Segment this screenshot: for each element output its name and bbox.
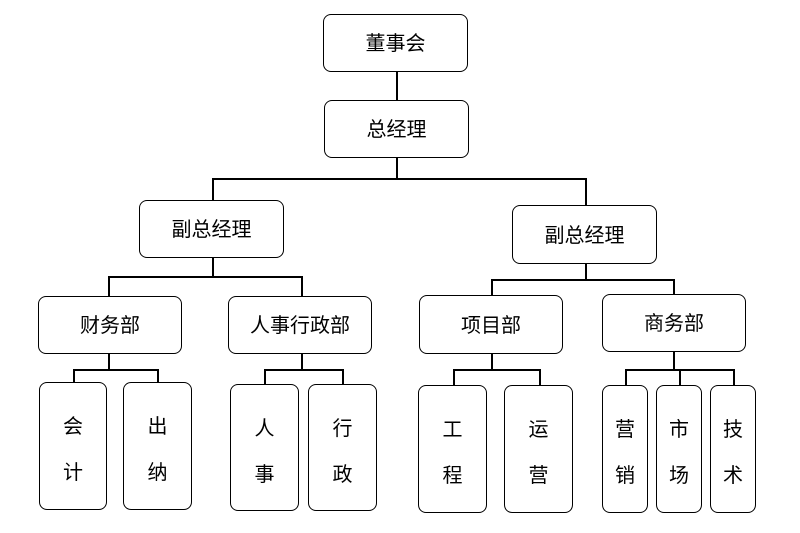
board-label: 董事会 [365, 31, 426, 55]
unit-char: 程 [442, 463, 463, 487]
connector-line [301, 276, 303, 296]
unit-market-node: 市 场 [656, 385, 702, 513]
deputy-manager-right-label: 副总经理 [544, 222, 625, 247]
unit-char: 术 [723, 463, 743, 487]
unit-char: 营 [528, 463, 549, 487]
unit-tech-node: 技 术 [710, 385, 756, 513]
unit-char: 会 [63, 414, 83, 438]
general-manager-node: 总经理 [324, 100, 469, 158]
connector-line [673, 352, 675, 369]
unit-char: 政 [332, 462, 353, 486]
connector-line [212, 258, 214, 276]
unit-char: 运 [528, 417, 549, 441]
general-manager-label: 总经理 [366, 117, 427, 141]
connector-line [585, 264, 587, 279]
business-dept-label: 商务部 [644, 311, 704, 335]
unit-char: 市 [669, 417, 689, 441]
connector-line [539, 369, 541, 385]
unit-cashier-node: 出 纳 [123, 382, 192, 510]
deputy-manager-right-node: 副总经理 [512, 205, 657, 264]
unit-personnel-node: 人 事 [230, 384, 299, 511]
connector-line [396, 158, 398, 178]
unit-char: 计 [63, 460, 83, 484]
connector-line [73, 369, 158, 371]
connector-line [585, 178, 587, 205]
connector-line [679, 369, 681, 385]
unit-char: 技 [723, 417, 743, 441]
connector-line [301, 354, 303, 369]
unit-char: 工 [442, 417, 463, 441]
connector-line [212, 178, 586, 180]
deputy-manager-left-label: 副总经理 [171, 217, 252, 241]
unit-operations-node: 运 营 [504, 385, 573, 513]
connector-line [108, 276, 110, 296]
connector-line [342, 369, 344, 384]
connector-line [733, 369, 735, 385]
projects-dept-label: 项目部 [461, 312, 521, 337]
unit-char: 场 [669, 463, 689, 487]
connector-line [453, 369, 455, 385]
unit-char: 出 [147, 414, 168, 438]
connector-line [73, 369, 75, 382]
connector-line [491, 354, 493, 369]
connector-line [108, 276, 302, 278]
unit-char: 销 [615, 463, 635, 487]
connector-line [264, 369, 343, 371]
connector-line [491, 279, 493, 295]
unit-char: 营 [615, 417, 635, 441]
hr-admin-dept-node: 人事行政部 [228, 296, 372, 354]
connector-line [673, 279, 675, 295]
unit-admin-node: 行 政 [308, 384, 377, 511]
finance-dept-node: 财务部 [38, 296, 182, 354]
connector-line [108, 354, 110, 369]
connector-line [396, 72, 398, 100]
connector-line [453, 369, 540, 371]
hr-admin-dept-label: 人事行政部 [250, 313, 350, 337]
connector-line [212, 178, 214, 200]
unit-marketing-node: 营 销 [602, 385, 648, 513]
connector-line [491, 279, 674, 281]
connector-line [625, 369, 627, 385]
unit-char: 行 [332, 416, 353, 440]
business-dept-node: 商务部 [602, 294, 746, 352]
unit-char: 事 [254, 462, 275, 486]
finance-dept-label: 财务部 [80, 313, 140, 337]
unit-engineering-node: 工 程 [418, 385, 487, 513]
deputy-manager-left-node: 副总经理 [139, 200, 284, 258]
projects-dept-node: 项目部 [419, 295, 563, 354]
unit-char: 人 [254, 416, 275, 440]
connector-line [264, 369, 266, 384]
connector-line [157, 369, 159, 382]
unit-accounting-node: 会 计 [39, 382, 107, 510]
unit-char: 纳 [147, 460, 168, 484]
board-node: 董事会 [323, 14, 468, 72]
